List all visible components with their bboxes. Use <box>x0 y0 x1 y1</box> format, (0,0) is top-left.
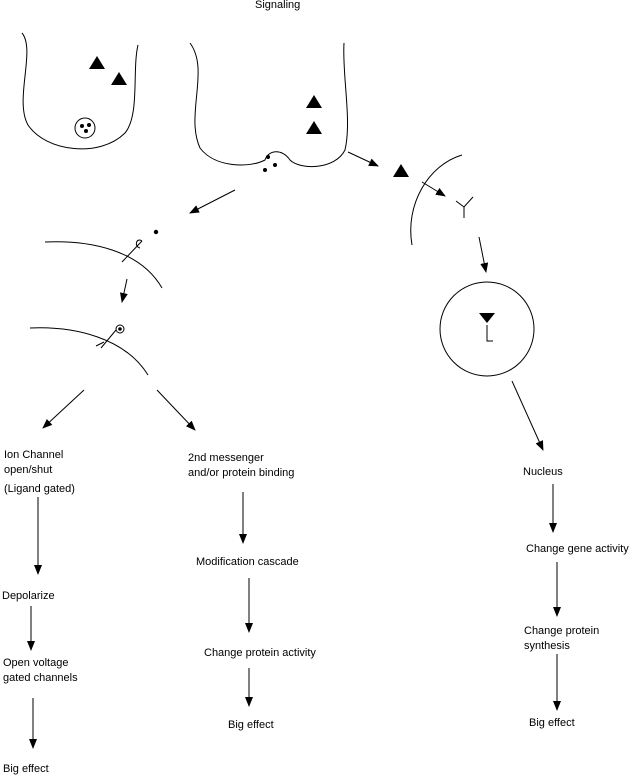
vesicle-icon <box>74 117 96 139</box>
label-ligand-gated: (Ligand gated) <box>4 483 75 495</box>
dot-icon <box>118 327 122 331</box>
receptor-icon-left-1 <box>121 239 143 263</box>
cell-membrane-secreting <box>189 42 349 168</box>
label-modification-cascade: Modification cascade <box>196 556 299 568</box>
label-open-voltage: Open voltage gated channels <box>3 657 78 684</box>
label-big-effect-middle: Big effect <box>228 719 274 731</box>
arrow <box>156 389 196 431</box>
dot-icon <box>273 163 277 167</box>
arrow <box>478 236 489 273</box>
receptor-y-icon-right <box>455 196 474 218</box>
dot-icon <box>84 129 88 133</box>
label-change-protein-activity: Change protein activity <box>204 647 316 659</box>
label-second-messenger: 2nd messenger and/or protein binding <box>188 452 295 479</box>
triangle-icon <box>111 72 127 85</box>
diagram-title: Signaling <box>255 0 301 11</box>
membrane-ligand-receptor-2 <box>29 327 149 376</box>
triangle-icon <box>479 313 495 323</box>
label-nucleus: Nucleus <box>523 466 563 478</box>
nuclear-receptor-icon <box>486 325 493 342</box>
arrow <box>511 380 544 451</box>
arrow <box>347 151 379 167</box>
cell-membrane-top-left <box>21 32 139 150</box>
label-depolarize: Depolarize <box>2 590 55 602</box>
triangle-icon <box>306 121 322 134</box>
dot-icon <box>263 168 267 172</box>
label-change-gene-activity: Change gene activity <box>526 543 629 555</box>
dot-icon <box>87 123 91 127</box>
triangle-icon <box>393 164 409 177</box>
arrow <box>421 181 446 197</box>
arrow <box>120 278 128 303</box>
triangle-icon <box>89 56 105 69</box>
dot-icon <box>80 124 84 128</box>
receptor-icon-left-2 <box>95 329 117 349</box>
cell-membrane-receptor-right <box>410 154 463 246</box>
arrow <box>189 189 236 214</box>
membrane-ligand-receptor-1 <box>44 241 163 289</box>
nucleus-cell-circle <box>439 281 535 377</box>
arrow <box>42 389 85 429</box>
label-big-effect-left: Big effect <box>3 763 49 775</box>
label-big-effect-right: Big effect <box>529 717 575 729</box>
bound-receptor-icon <box>115 324 125 334</box>
triangle-icon <box>306 95 322 108</box>
dot-icon <box>153 229 159 235</box>
label-change-protein-synthesis: Change protein synthesis <box>524 625 600 652</box>
dot-icon <box>266 155 270 159</box>
label-ion-channel: Ion Channel open/shut <box>4 449 64 476</box>
